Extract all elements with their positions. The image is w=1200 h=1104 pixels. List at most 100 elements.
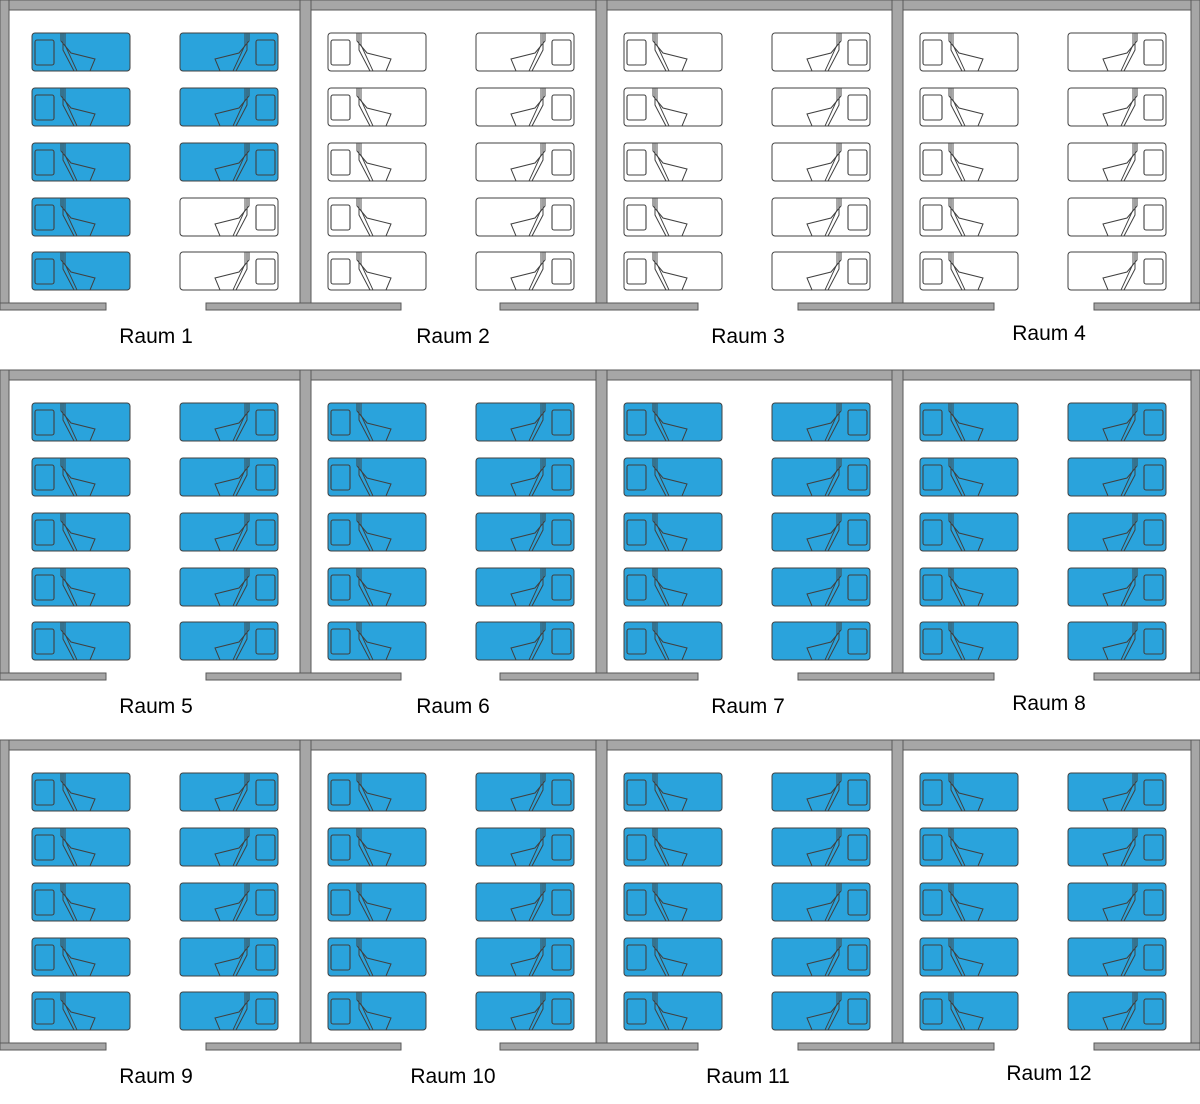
bed-occupied [327, 991, 427, 1031]
bed-occupied [179, 567, 279, 607]
wall-divider [595, 739, 608, 1048]
bed-rest-line [64, 252, 78, 291]
wall-right [1190, 0, 1200, 308]
bed-occupied [1067, 882, 1167, 922]
pillow [626, 889, 647, 916]
pillow [847, 94, 868, 121]
bed-free [919, 32, 1019, 72]
bed-occupied [179, 772, 279, 812]
bed-rest [356, 773, 392, 812]
bed-rest-line [952, 458, 966, 497]
pillow [1143, 889, 1164, 916]
pillow [847, 39, 868, 66]
pillow [34, 149, 55, 176]
bed-free [475, 197, 575, 237]
bed-rest [652, 198, 688, 237]
bed-rest-line [360, 568, 374, 607]
bed-rest [214, 992, 250, 1031]
bed-occupied [475, 512, 575, 552]
bed-rest-line [824, 458, 838, 497]
bed-rest-line [824, 33, 838, 72]
bed-rest [948, 198, 984, 237]
bed-occupied [1067, 991, 1167, 1031]
bed-occupied [31, 827, 131, 867]
bed-rest [510, 198, 546, 237]
bed-rest [652, 622, 688, 661]
bed-rest-line [1120, 938, 1134, 977]
pillow [255, 834, 276, 861]
bed-free [1067, 32, 1167, 72]
pillow [330, 944, 351, 971]
bed-rest [948, 568, 984, 607]
pillow [626, 944, 647, 971]
bed-rest-line [656, 198, 670, 237]
pillow [1143, 779, 1164, 806]
pillow [626, 39, 647, 66]
pillow [847, 834, 868, 861]
bed-rest [948, 33, 984, 72]
bed-rest-line [64, 143, 78, 182]
pillow [1143, 628, 1164, 655]
bed-free [919, 197, 1019, 237]
bed-rest [806, 622, 842, 661]
bed-rest-line [360, 773, 374, 812]
wall-bottom [1093, 302, 1200, 311]
bed-occupied [771, 402, 871, 442]
bed-rest [60, 513, 96, 552]
room: Raum 8 [919, 402, 1167, 715]
wall-bottom [499, 302, 699, 311]
bed-rest [806, 33, 842, 72]
wall-bottom [499, 1042, 699, 1051]
bed-rest [356, 198, 392, 237]
pillow [847, 944, 868, 971]
pillow [551, 574, 572, 601]
bed-occupied [475, 882, 575, 922]
pillow [551, 998, 572, 1025]
wall-bottom [0, 302, 107, 311]
bed-rest-line [360, 143, 374, 182]
bed-rest-line [1120, 773, 1134, 812]
bed-rest [806, 252, 842, 291]
bed-free [623, 142, 723, 182]
pillow [551, 464, 572, 491]
bed-occupied [919, 457, 1019, 497]
bed-occupied [327, 457, 427, 497]
bed-rest-line [528, 513, 542, 552]
pillow [551, 149, 572, 176]
bed-rest [1102, 828, 1138, 867]
bed-rest-line [1120, 143, 1134, 182]
bed-rest-line [232, 513, 246, 552]
bed-rest-line [656, 828, 670, 867]
bed-occupied [771, 512, 871, 552]
bed-occupied [623, 882, 723, 922]
bed-rest-line [360, 622, 374, 661]
bed-rest [214, 883, 250, 922]
bed-rest-line [232, 938, 246, 977]
bed-rest [1102, 143, 1138, 182]
bed-occupied [327, 567, 427, 607]
bed-rest [510, 773, 546, 812]
bed-rest [948, 458, 984, 497]
bed-rest-line [360, 828, 374, 867]
pillow [551, 944, 572, 971]
bed-free [475, 87, 575, 127]
bed-rest-line [1120, 568, 1134, 607]
bed-rest-line [528, 143, 542, 182]
pillow [330, 149, 351, 176]
pillow [922, 409, 943, 436]
pillow [922, 779, 943, 806]
bed-rest [356, 568, 392, 607]
bed-rest [948, 252, 984, 291]
bed-occupied [179, 937, 279, 977]
pillow [330, 258, 351, 285]
room: Raum 9 [31, 772, 279, 1088]
bed-occupied [623, 772, 723, 812]
wall-left [0, 0, 10, 308]
bed-rest [1102, 33, 1138, 72]
pillow [255, 779, 276, 806]
room: Raum 7 [623, 402, 871, 718]
room-label: Raum 1 [119, 325, 193, 348]
pillow [34, 409, 55, 436]
bed-rest-line [952, 403, 966, 442]
pillow [330, 889, 351, 916]
